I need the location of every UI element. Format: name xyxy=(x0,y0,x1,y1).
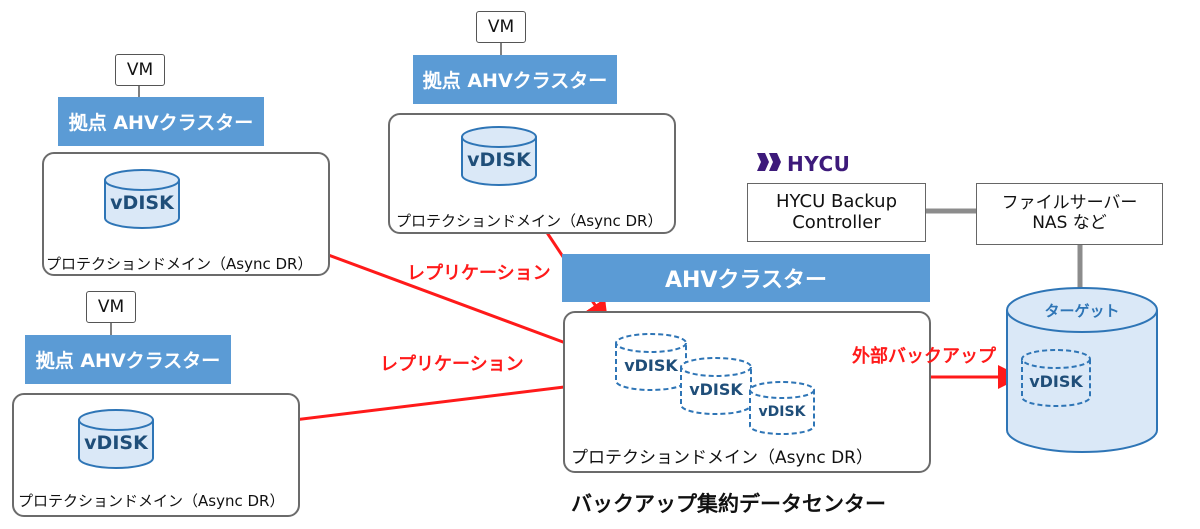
center-vdisk-label-3: vDISK xyxy=(758,404,806,420)
hycu-controller-line2: Controller xyxy=(792,211,881,233)
site2-vdisk-label: vDISK xyxy=(467,149,531,171)
center-cluster-label: AHVクラスター xyxy=(562,254,930,302)
site3-domain-label: プロテクションドメイン（Async DR） xyxy=(18,492,285,510)
vm-box-site3: VM xyxy=(86,291,136,323)
site1-vdisk-icon: vDISK xyxy=(103,168,181,230)
target-vdisk-label: vDISK xyxy=(1029,372,1083,391)
site1-protection-domain xyxy=(42,152,330,276)
replication-label-1: レプリケーション xyxy=(407,263,551,284)
site3-cluster-label: 拠点 AHVクラスター xyxy=(25,335,231,384)
site3-vdisk-icon: vDISK xyxy=(77,408,155,470)
hycu-logo-text: HYCU xyxy=(787,152,851,176)
center-vdisk-icon-1: vDISK xyxy=(614,332,688,392)
hycu-controller-line1: HYCU Backup xyxy=(776,190,897,212)
hycu-logo: HYCU xyxy=(755,150,850,178)
center-caption: バックアップ集約データセンター xyxy=(571,492,886,516)
center-vdisk-icon-3: vDISK xyxy=(748,380,816,436)
hycu-backup-controller-box: HYCU Backup Controller xyxy=(747,183,926,242)
file-server-box: ファイルサーバー NAS など xyxy=(976,183,1163,245)
file-server-line1: ファイルサーバー xyxy=(1001,193,1138,214)
center-vdisk-label-1: vDISK xyxy=(624,356,678,375)
target-label: ターゲット xyxy=(1044,302,1120,320)
site1-domain-label: プロテクションドメイン（Async DR） xyxy=(46,255,313,273)
target-vdisk-icon: vDISK xyxy=(1020,348,1092,408)
site1-vdisk-label: vDISK xyxy=(110,192,174,214)
center-vdisk-label-2: vDISK xyxy=(689,380,743,399)
center-vdisk-icon-2: vDISK xyxy=(679,356,753,416)
vm-box-site1: VM xyxy=(115,54,165,86)
site3-vdisk-label: vDISK xyxy=(84,432,148,454)
center-domain-label: プロテクションドメイン（Async DR） xyxy=(571,448,873,468)
vm-box-site2: VM xyxy=(476,11,526,43)
site2-cluster-label: 拠点 AHVクラスター xyxy=(413,55,617,104)
site1-cluster-label: 拠点 AHVクラスター xyxy=(58,97,264,146)
site2-domain-label: プロテクションドメイン（Async DR） xyxy=(396,212,663,230)
hycu-logo-icon xyxy=(755,152,783,176)
site2-vdisk-icon: vDISK xyxy=(460,125,538,187)
file-server-line2: NAS など xyxy=(1032,213,1107,233)
external-backup-label: 外部バックアップ xyxy=(852,346,996,367)
replication-label-2: レプリケーション xyxy=(380,354,524,375)
site3-protection-domain xyxy=(12,393,300,517)
